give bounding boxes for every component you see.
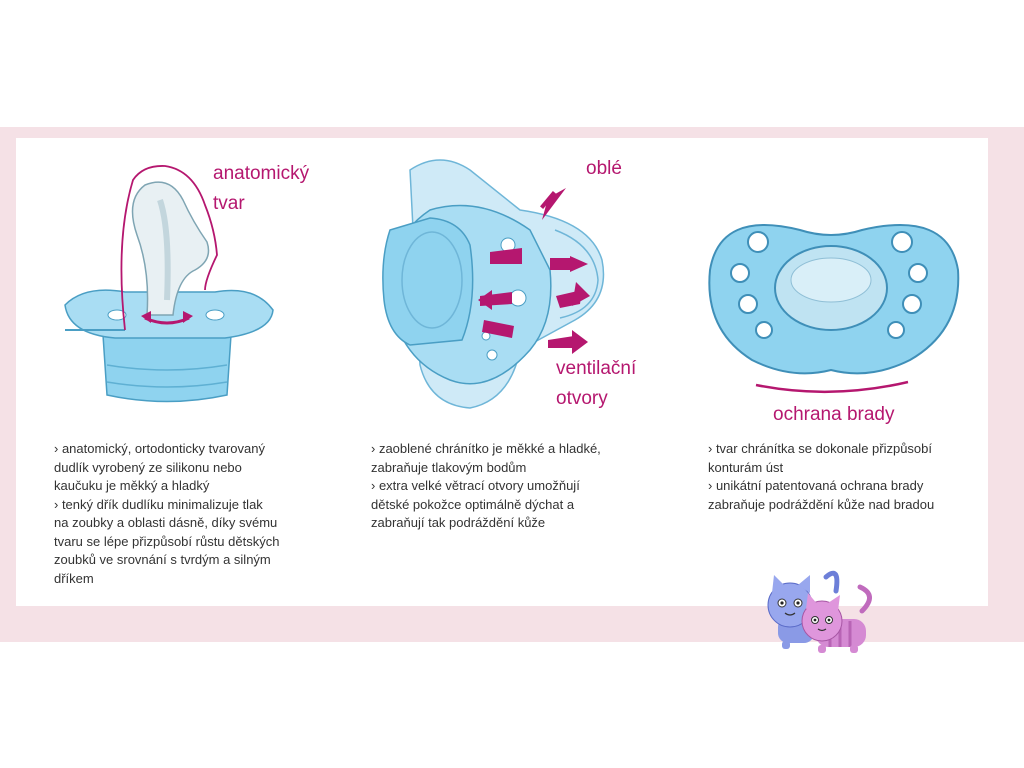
bullet-text: › tvar chránítka se dokonale přizpůsobí … [708,441,933,475]
ventilated-shield-illustration [382,159,605,409]
two-cats-logo [767,570,872,653]
description-column-2: › zaoblené chránítko je měkké a hladké, … [371,440,661,533]
label-anatomicky: anatomický [213,163,310,184]
label-oble: oblé [586,158,622,179]
anatomical-teat-illustration [64,165,274,403]
description-column-1: › anatomický, ortodonticky tvarovaný dud… [54,440,344,588]
bullet-text: › tenký dřík dudlíku minimalizuje tlak n… [54,496,280,586]
bullet-text: › anatomický, ortodonticky tvarovaný dud… [54,441,265,493]
label-otvory: otvory [556,388,608,409]
description-column-3: › tvar chránítka se dokonale přizpůsobí … [708,440,988,514]
label-ventilacni: ventilační [556,358,637,379]
label-ochrana-brady: ochrana brady [773,404,895,425]
label-tvar: tvar [213,193,245,214]
bullet-text: › unikátní patentovaná ochrana brady zab… [708,478,935,512]
bullet-text: › zaoblené chránítko je měkké a hladké, … [371,441,601,475]
chin-protection-illustration [708,224,960,394]
bullet-text: › extra velké větrací otvory umožňují dě… [371,478,580,530]
